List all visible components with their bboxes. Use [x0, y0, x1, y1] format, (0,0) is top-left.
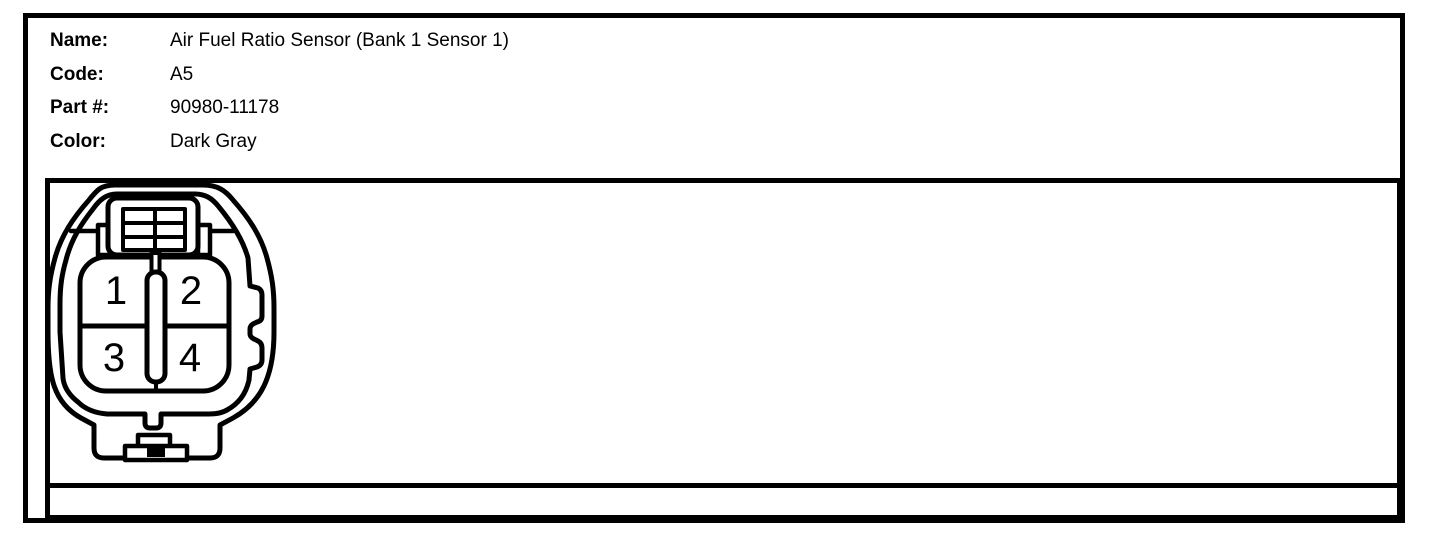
center-key-rib	[144, 269, 168, 385]
name-value: Air Fuel Ratio Sensor (Bank 1 Sensor 1)	[170, 30, 509, 51]
connector-face-diagram: 1 2 3 4	[45, 182, 277, 463]
color-value: Dark Gray	[170, 130, 257, 152]
bottom-clip-slot	[147, 448, 165, 457]
color-label: Color:	[50, 130, 106, 152]
pin-number-1: 1	[105, 269, 127, 313]
page-border-frame	[23, 13, 1405, 523]
name-label: Name:	[50, 30, 109, 51]
pin-number-2: 2	[180, 269, 202, 313]
info-row-code: Code: A5	[50, 58, 509, 92]
connector-info-block: Name: Air Fuel Ratio Sensor (Bank 1 Sens…	[50, 24, 509, 158]
pin-number-4: 4	[179, 336, 201, 380]
code-value: A5	[170, 63, 194, 85]
part-number-label: Part #:	[50, 97, 110, 118]
info-row-color: Color: Dark Gray	[50, 125, 509, 159]
part-number-value: 90980-11178	[170, 97, 280, 118]
info-row-name: Name: Air Fuel Ratio Sensor (Bank 1 Sens…	[50, 24, 509, 58]
pin-number-3: 3	[103, 336, 125, 380]
code-label: Code:	[50, 63, 104, 85]
info-row-part-number: Part #: 90980-11178	[50, 91, 509, 125]
diagram-box-divider-line	[50, 483, 1397, 488]
